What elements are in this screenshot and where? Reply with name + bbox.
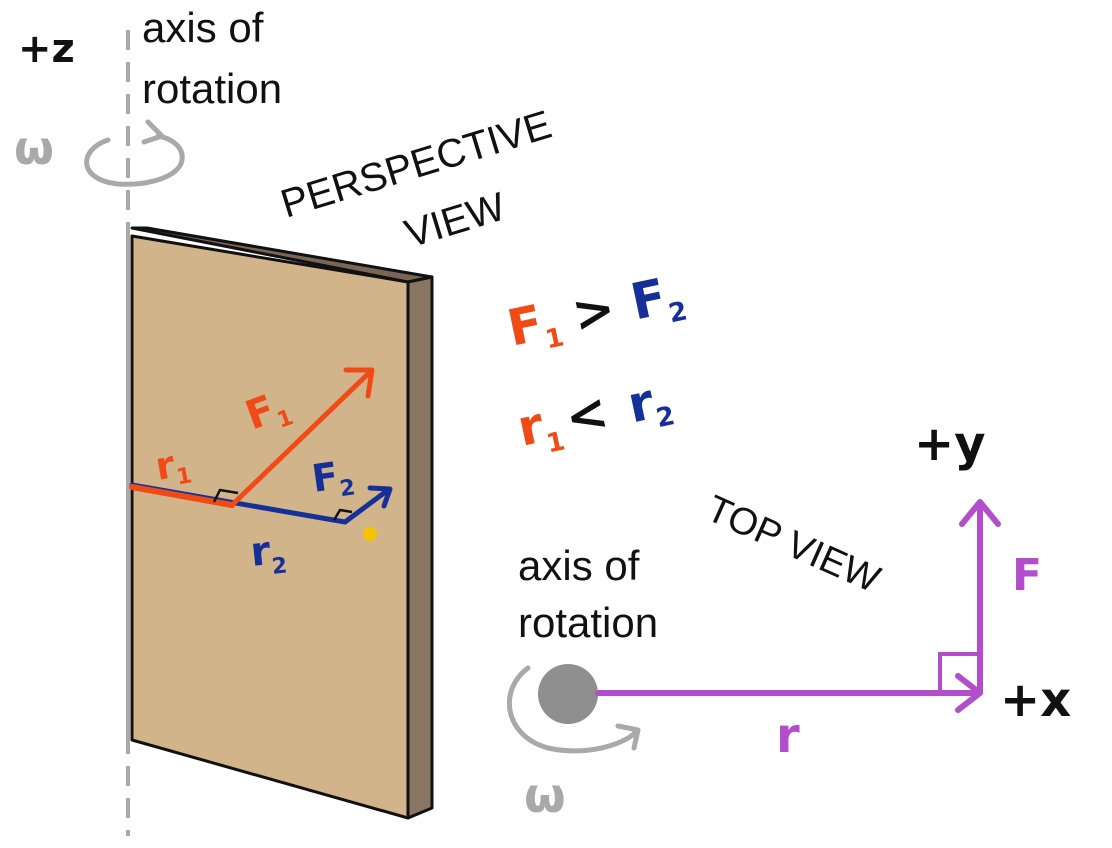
y-axis-label: +y [914,416,986,472]
top-omega-arrowhead [615,723,641,751]
radius-comparison: r1<r2 [512,369,678,465]
top-right-angle-mark [938,652,980,693]
top-f-label: F [1012,550,1042,601]
top-view-label: TOP VIEW [700,488,886,601]
door-face [130,234,410,820]
f2-force-arrow [342,487,391,525]
f2-right-angle-mark [332,508,353,521]
f2-label: F2 [309,452,357,506]
force-comparison: F1>F2 [502,264,690,363]
perspective-omega-label: ω [14,121,54,175]
perspective-view-label-line1: PERSPECTIVE [276,103,557,227]
perspective-view: ω +z axis of rotation PERSPECTIVE VIEW [14,4,556,836]
top-axis-dot [538,664,598,724]
perspective-axis-label-line1: axis of [142,4,264,51]
f2-arrowhead [367,485,393,509]
z-axis-label: +z [18,26,75,72]
f1-right-angle-mark [212,488,239,503]
top-omega-label: ω [524,768,566,824]
top-r-label: r [776,708,800,764]
door-side-edge [406,275,434,820]
top-view: TOP VIEW axis of rotation ω F r +y +x [506,416,1071,824]
comparison-relations: F1>F2 r1<r2 [502,264,690,465]
point-marker [363,527,377,541]
perspective-omega-rotation-icon [84,119,185,187]
perspective-view-label-line2: VIEW [400,185,511,257]
f1-arrowhead [343,367,375,399]
top-axis-label-line2: rotation [518,599,658,646]
top-omega-rotation-icon [506,665,639,754]
top-axis-label-line1: axis of [518,542,640,589]
top-f-arrowhead [959,499,1001,527]
f1-force-arrow [229,369,373,508]
perspective-axis-label-line2: rotation [142,65,282,112]
x-axis-label: +x [1000,672,1071,728]
